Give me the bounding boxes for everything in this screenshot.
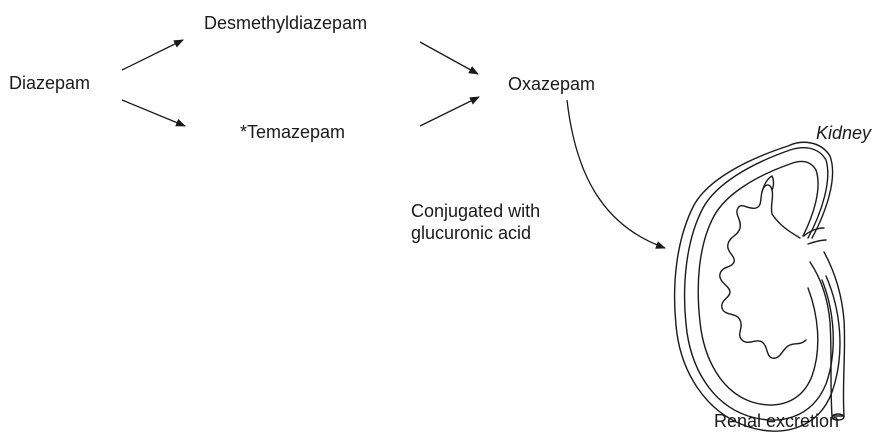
annotation-conjugation-line1: Conjugated with bbox=[411, 201, 541, 221]
kidney-pelvis bbox=[719, 184, 807, 359]
label-kidney: Kidney bbox=[816, 123, 872, 143]
annotation-conjugation-line2: glucuronic acid bbox=[411, 223, 532, 243]
kidney-cortex-outline bbox=[697, 160, 819, 406]
node-oxazepam: Oxazepam bbox=[508, 74, 596, 94]
kidney-capsule-outline bbox=[673, 141, 841, 432]
kidney-outer-outline bbox=[683, 147, 834, 421]
arrow-temazepam-to-oxazepam bbox=[419, 96, 480, 127]
ureter-tube bbox=[809, 251, 846, 417]
node-temazepam: *Temazepam bbox=[240, 122, 346, 142]
kidney-calyx-tip bbox=[761, 175, 775, 193]
node-desmethyldiazepam: Desmethyldiazepam bbox=[204, 13, 368, 33]
arrow-diazepam-to-desmethyldiazepam bbox=[121, 39, 184, 71]
node-diazepam: Diazepam bbox=[9, 73, 91, 93]
kidney-renal-vessel bbox=[803, 227, 827, 245]
label-renal-excretion: Renal excretion bbox=[714, 411, 840, 431]
arrow-oxazepam-to-kidney bbox=[566, 99, 666, 249]
annotation-conjugation: Conjugated with glucuronic acid bbox=[411, 200, 601, 244]
ureter-opening bbox=[831, 413, 845, 421]
arrow-diazepam-to-temazepam bbox=[121, 99, 186, 127]
kidney-illustration bbox=[673, 141, 846, 432]
arrow-desmethyldiazepam-to-oxazepam bbox=[419, 41, 479, 75]
